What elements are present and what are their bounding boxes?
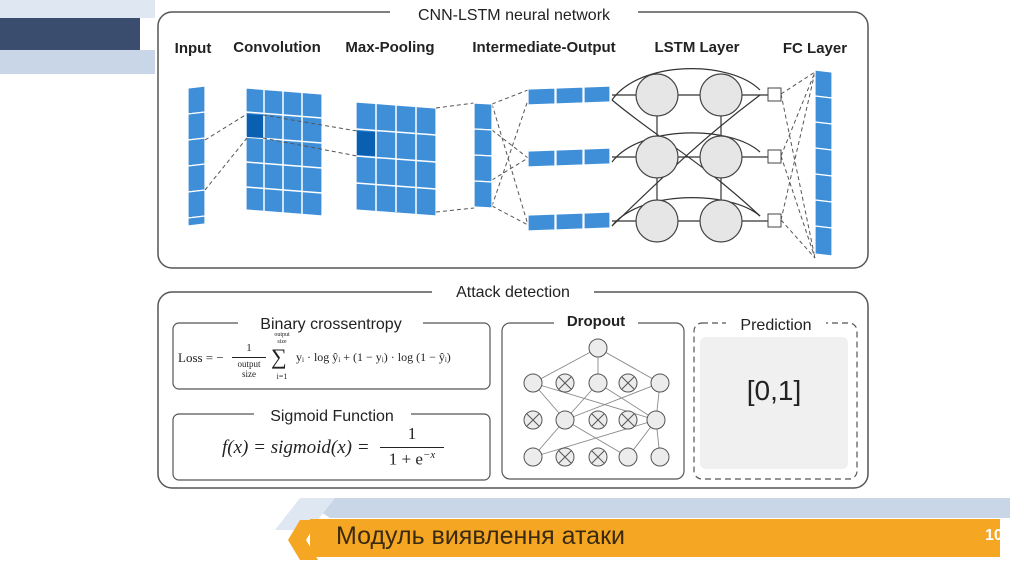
dropout-crossed-marks bbox=[526, 376, 635, 464]
lstm-input-row-2 bbox=[527, 147, 611, 168]
label-input: Input bbox=[175, 40, 212, 57]
sigmoid-num: 1 bbox=[407, 424, 417, 443]
attack-title: Attack detection bbox=[456, 284, 570, 301]
label-fc-layer: FC Layer bbox=[783, 40, 847, 57]
convolution-block bbox=[245, 87, 323, 217]
dropout-title: Dropout bbox=[567, 313, 625, 330]
decor-navy-bar bbox=[0, 18, 140, 50]
sigmoid-lhs: f(x) = sigmoid(x) = bbox=[222, 437, 370, 458]
label-convolution: Convolution bbox=[233, 39, 320, 56]
footer-title-band bbox=[310, 519, 1000, 557]
decor-light-bar bbox=[0, 50, 155, 74]
sum-icon: ∑ bbox=[271, 344, 287, 369]
bce-sum-bottom: i=1 bbox=[276, 372, 288, 381]
lstm-cells bbox=[635, 73, 743, 243]
prediction-value: [0,1] bbox=[746, 375, 802, 406]
prediction-title: Prediction bbox=[740, 317, 811, 334]
sigmoid-formula: f(x) = sigmoid(x) = 1 1 + e−x bbox=[222, 424, 472, 475]
network-title: CNN-LSTM neural network bbox=[418, 7, 611, 24]
footer-light-band bbox=[300, 498, 1010, 518]
lstm-connections bbox=[611, 68, 768, 227]
intermediate-column bbox=[473, 102, 493, 209]
convolution-highlight bbox=[247, 114, 263, 138]
decor-light-bar-top bbox=[0, 0, 155, 18]
max-pooling-highlight bbox=[357, 131, 375, 156]
label-lstm-layer: LSTM Layer bbox=[654, 39, 739, 56]
label-intermediate-output: Intermediate-Output bbox=[472, 39, 615, 56]
slide-title: Модуль виявлення атаки bbox=[336, 522, 625, 550]
page-number: 10 bbox=[985, 527, 1003, 544]
bce-body: yᵢ · log ŷᵢ + (1 − yᵢ) · log (1 − ŷᵢ) bbox=[296, 350, 451, 364]
fc-column bbox=[814, 69, 833, 257]
label-max-pooling: Max-Pooling bbox=[345, 39, 434, 56]
input-column bbox=[187, 85, 206, 227]
dropout-edges bbox=[532, 347, 661, 458]
sigmoid-den: 1 + e−x bbox=[388, 449, 436, 469]
lstm-output-boxes bbox=[767, 87, 782, 228]
bce-title: Binary crossentropy bbox=[260, 316, 401, 333]
lstm-input-row-1 bbox=[527, 85, 611, 106]
footer-light-wedge bbox=[275, 498, 335, 530]
prediction-value-box bbox=[700, 337, 848, 469]
sigmoid-title: Sigmoid Function bbox=[270, 408, 394, 425]
bce-frac-num: 1 bbox=[246, 342, 252, 354]
bce-lhs: Loss = − bbox=[178, 350, 224, 365]
lstm-input-row-3 bbox=[527, 211, 611, 232]
panel-title-bg bbox=[390, 4, 638, 24]
